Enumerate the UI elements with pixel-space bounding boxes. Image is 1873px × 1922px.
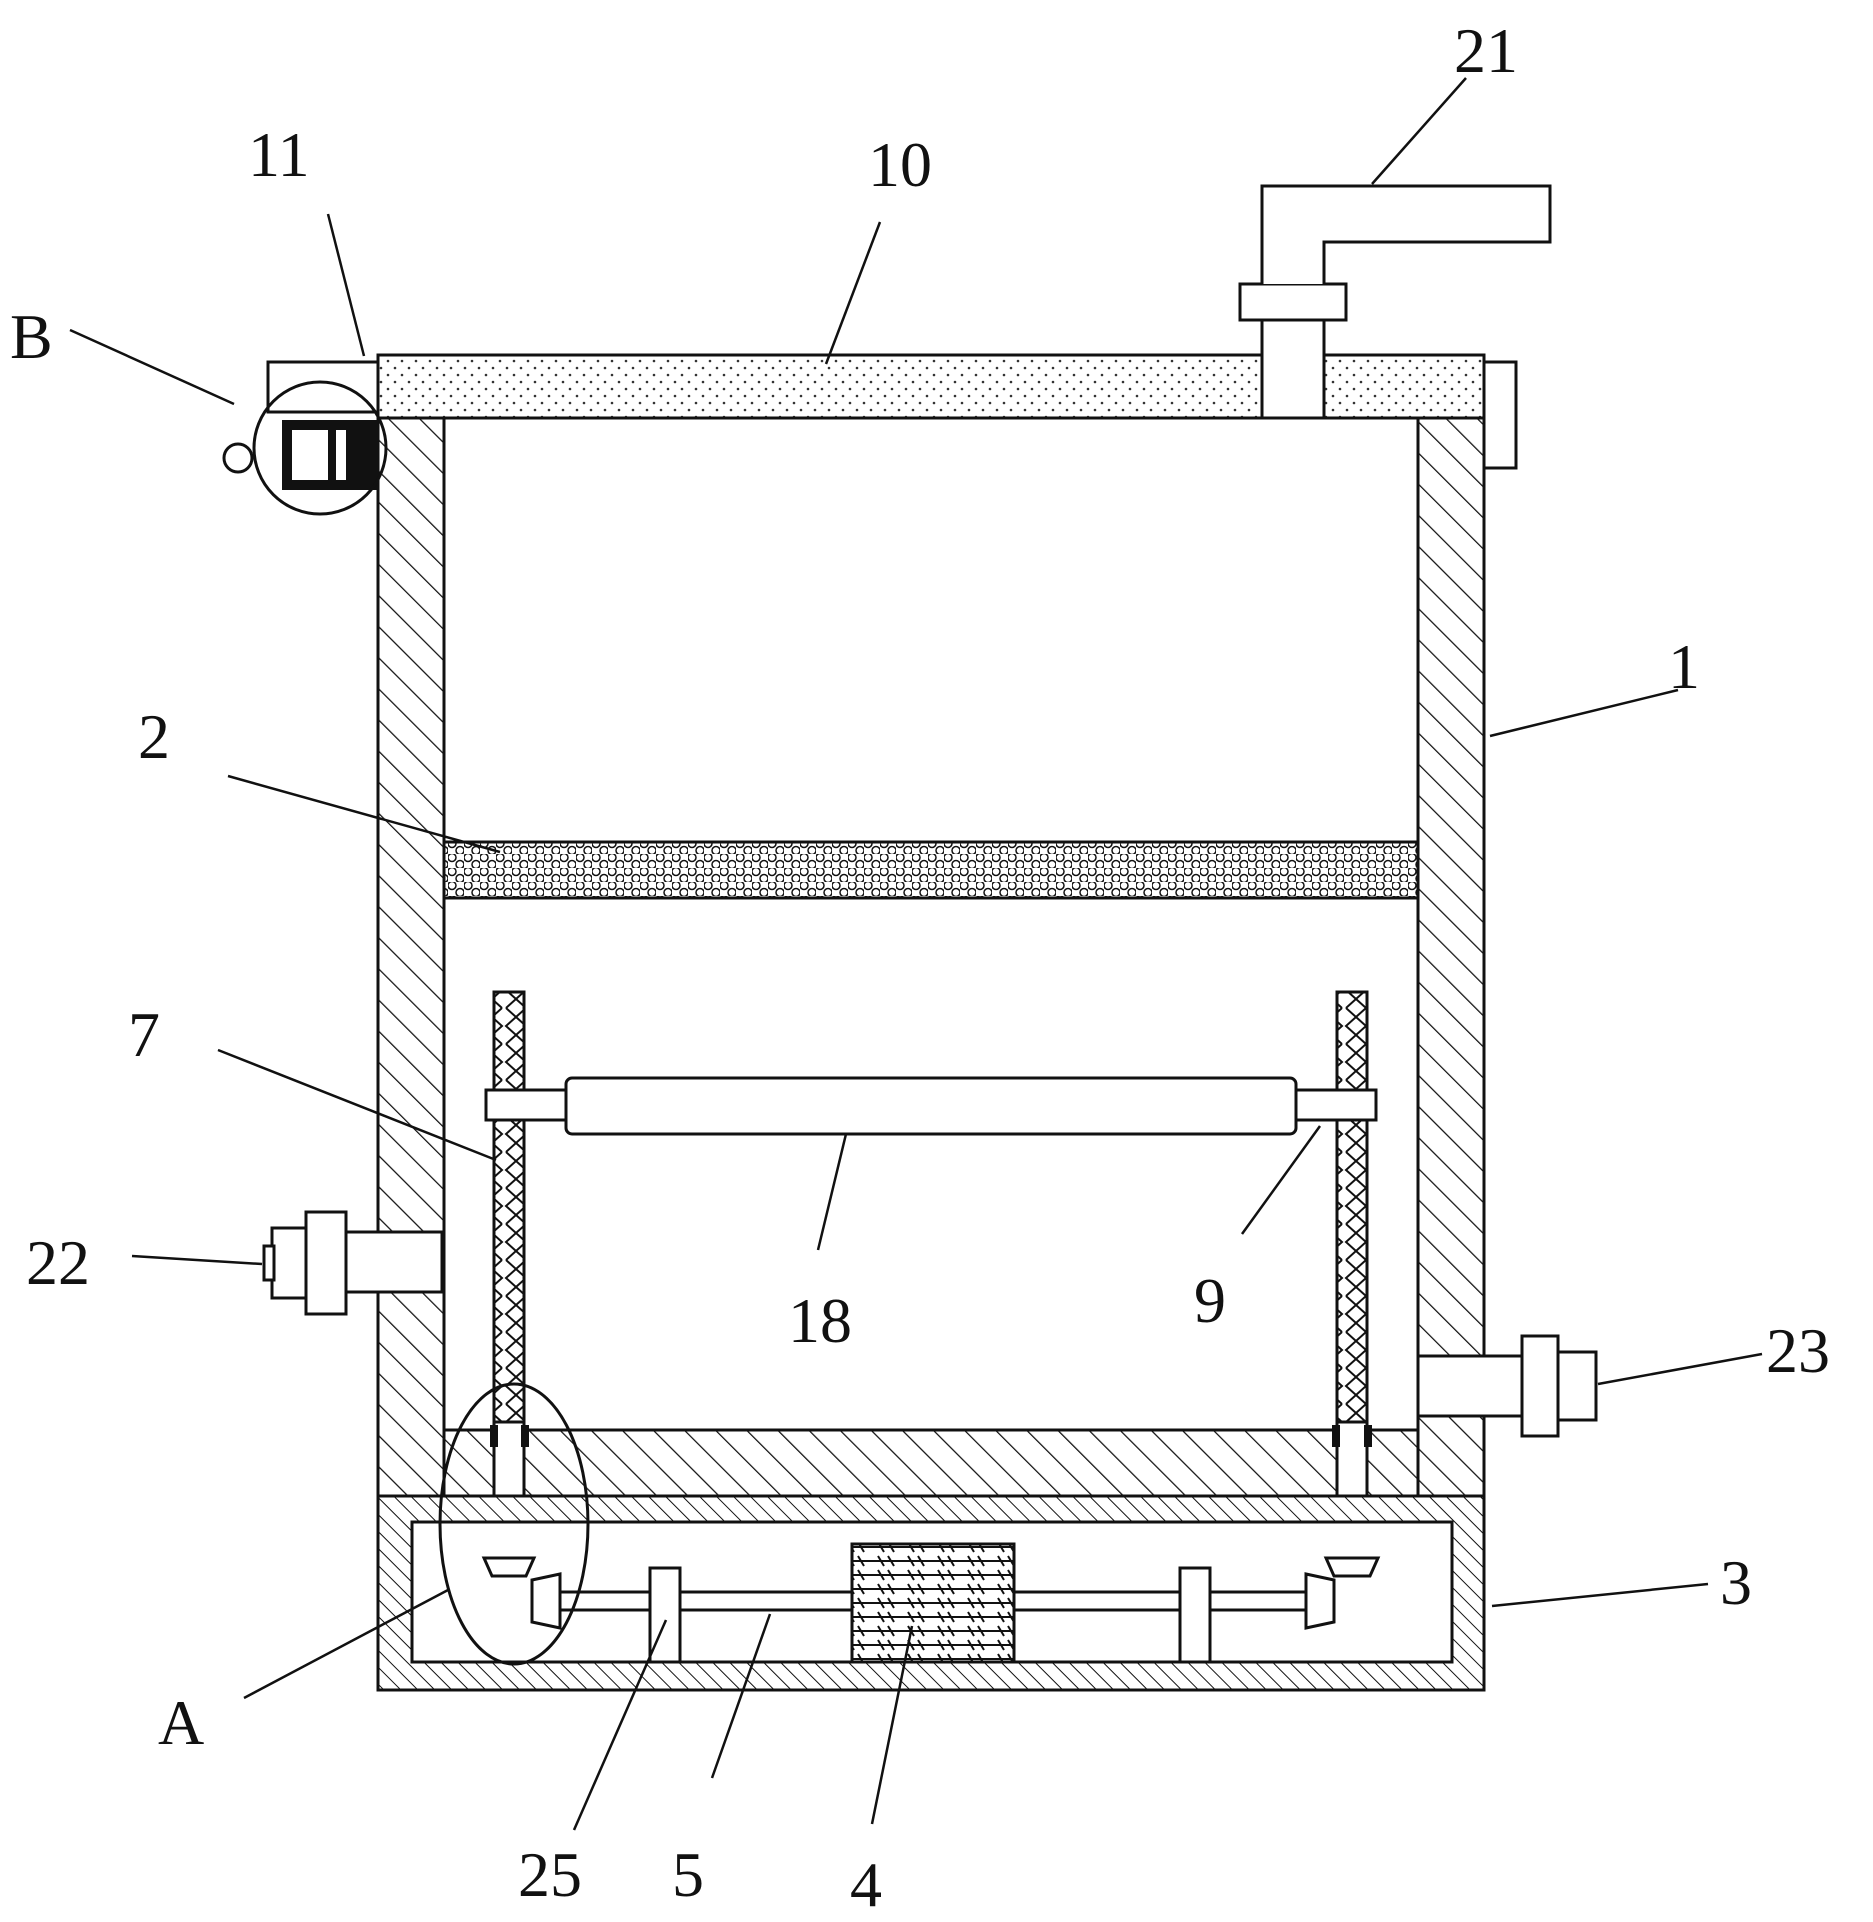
label-5: 5 <box>672 1839 704 1910</box>
label-23: 23 <box>1766 1315 1830 1386</box>
scraper-roller <box>564 1076 1298 1136</box>
inlet-pipe <box>262 1210 444 1316</box>
label-4: 4 <box>850 1849 882 1920</box>
threaded-rods <box>490 990 1372 1510</box>
bevel-gear-right-top <box>1323 1556 1381 1578</box>
label-25: 25 <box>518 1839 582 1910</box>
leader-18 <box>816 1133 848 1251</box>
label-b: B <box>10 301 53 372</box>
motor <box>850 1542 1016 1664</box>
label-22: 22 <box>26 1227 90 1298</box>
label-a: A <box>158 1687 204 1758</box>
detail-a-ellipse <box>438 1382 590 1666</box>
leader-11 <box>326 213 366 357</box>
threaded-rod-left <box>492 990 526 1424</box>
leader-3 <box>1491 1582 1709 1608</box>
bevel-gear-left-side <box>530 1572 562 1630</box>
leader-1 <box>1489 688 1679 738</box>
scraper-assembly <box>484 1076 1378 1136</box>
threaded-rod-right <box>1335 990 1369 1424</box>
leader-a <box>243 1588 449 1700</box>
label-9: 9 <box>1194 1265 1226 1336</box>
leader-5 <box>710 1613 772 1779</box>
leader-23 <box>1597 1352 1763 1386</box>
label-3: 3 <box>1720 1547 1752 1618</box>
leader-7 <box>217 1048 497 1162</box>
bearing-seat-right <box>1178 1566 1212 1664</box>
label-18: 18 <box>788 1285 852 1356</box>
tank-body <box>376 416 1486 1498</box>
feed-pipe <box>1238 184 1552 420</box>
label-7: 7 <box>128 999 160 1070</box>
right-wall <box>1416 416 1486 1498</box>
leader-25 <box>572 1619 668 1831</box>
leader-lines <box>69 77 1763 1831</box>
leader-22 <box>131 1254 263 1266</box>
leader-21 <box>1371 77 1467 185</box>
inner-chamber <box>442 416 1420 1432</box>
reference-labels: 1 2 3 4 5 7 9 10 11 18 21 22 23 25 A B <box>10 15 1830 1920</box>
bevel-gear-left-top <box>481 1556 537 1578</box>
detail-b-circle <box>252 380 388 516</box>
leader-4 <box>870 1625 914 1825</box>
label-1: 1 <box>1668 631 1700 702</box>
label-10: 10 <box>868 129 932 200</box>
label-2: 2 <box>138 701 170 772</box>
outlet-pipe <box>1416 1334 1598 1438</box>
tank-floor <box>442 1428 1420 1498</box>
label-11: 11 <box>248 119 310 190</box>
leader-10 <box>824 221 882 365</box>
left-wall <box>376 416 446 1498</box>
filter-plate <box>442 840 1420 900</box>
bevel-gear-right-side <box>1304 1572 1336 1630</box>
hinge-detail <box>222 360 388 516</box>
slider-left <box>484 1088 568 1122</box>
leader-9 <box>1240 1125 1322 1235</box>
lid-latch <box>1482 360 1518 470</box>
leader-b <box>69 328 235 406</box>
leader-2 <box>227 774 501 854</box>
lid <box>376 353 1518 470</box>
label-21: 21 <box>1454 15 1518 86</box>
slider-right <box>1294 1088 1378 1122</box>
